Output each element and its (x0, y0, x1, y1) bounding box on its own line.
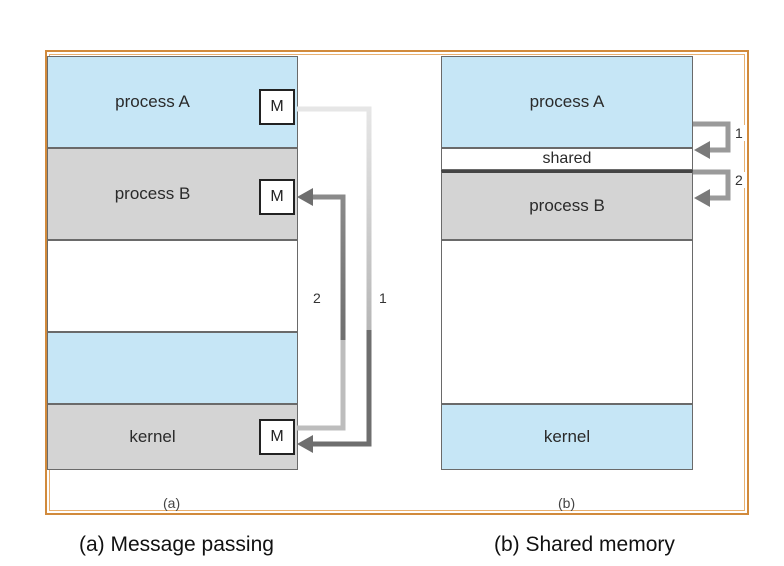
mp-arrow-1-path (297, 106, 372, 447)
sm-arrow-1-number: 1 (733, 125, 745, 141)
mp-arrow-2-lower-overlay (297, 340, 346, 431)
sm-free-memory-block (441, 240, 693, 404)
mp-message-label-a: M (270, 98, 284, 115)
sm-arrow-2-number: 2 (733, 172, 745, 188)
mp-kernel-label: kernel (129, 427, 176, 446)
mp-lower-process-block (47, 332, 298, 404)
sm-kernel-label: kernel (543, 427, 591, 446)
sm-arrow-2-path (693, 169, 731, 201)
sm-arrow-1-path (693, 121, 731, 153)
mp-arrow-1-overlay (311, 330, 372, 447)
sm-shared-region-block: shared (441, 148, 693, 170)
mp-message-box-kernel: M (259, 419, 295, 455)
sm-arrow-2-head (694, 189, 710, 207)
sm-process-a-block: process A (441, 56, 693, 148)
caption-message-passing: (a) Message passing (79, 533, 274, 556)
mp-arrow-1-number: 1 (377, 290, 389, 306)
sm-arrow-1-head (694, 141, 710, 159)
sm-shared-label: shared (542, 150, 592, 167)
sm-process-b-block: process B (441, 170, 693, 240)
sm-process-b-label: process B (529, 196, 605, 215)
mp-process-b-block: process B (47, 148, 298, 240)
mp-process-b-label: process B (114, 184, 191, 203)
mp-free-memory-block (47, 240, 298, 332)
caption-shared-memory: (b) Shared memory (494, 533, 675, 556)
mp-process-a-label: process A (115, 92, 190, 111)
mp-message-label-b: M (270, 188, 284, 205)
mp-arrow-2-number: 2 (311, 290, 323, 306)
mp-message-box-process-b: M (259, 179, 295, 215)
mp-kernel-block: kernel (47, 404, 298, 470)
mp-message-box-process-a: M (259, 89, 295, 125)
mp-message-label-kernel: M (270, 428, 284, 445)
sm-process-a-label: process A (529, 92, 605, 111)
mp-sublabel: (a) (163, 495, 181, 511)
sm-kernel-block: kernel (441, 404, 693, 470)
mp-arrow-2-head (297, 188, 313, 206)
sm-sublabel: (b) (558, 495, 576, 511)
mp-arrow-1-head (297, 435, 313, 453)
mp-arrow-2-path (297, 194, 346, 431)
mp-process-a-block: process A (47, 56, 298, 148)
